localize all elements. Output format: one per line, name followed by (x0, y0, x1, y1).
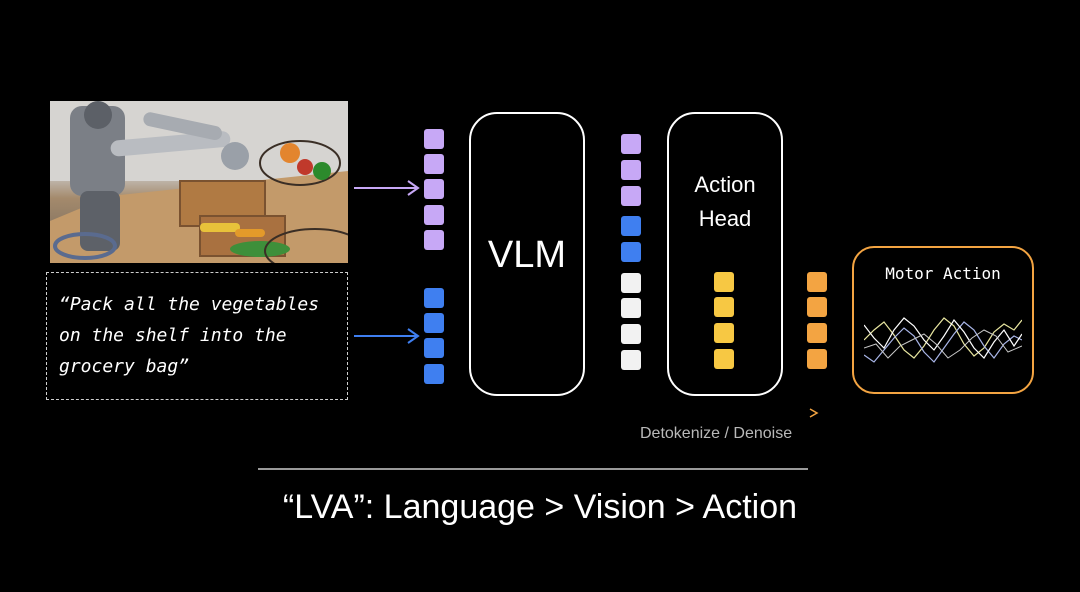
motor-action-box: Motor Action (852, 246, 1034, 394)
language-token (424, 288, 444, 308)
language-token (621, 242, 641, 262)
vision-token (621, 186, 641, 206)
vlm-label: VLM (487, 234, 567, 276)
vision-token (621, 160, 641, 180)
vision-token (424, 230, 444, 250)
action-token (714, 297, 734, 317)
language-token (621, 216, 641, 236)
vision-token (424, 179, 444, 199)
language-token (424, 338, 444, 358)
action-token (714, 349, 734, 369)
query-token (621, 324, 641, 344)
output-token (807, 323, 827, 343)
vision-arrow-icon (354, 180, 420, 196)
query-token (621, 298, 641, 318)
output-token (807, 297, 827, 317)
vision-token (424, 129, 444, 149)
detokenize-label: Detokenize / Denoise (640, 425, 793, 442)
query-token (621, 273, 641, 293)
vision-token (621, 134, 641, 154)
output-token (807, 272, 827, 292)
action-head-label: Action Head (694, 172, 756, 231)
robot-photo (50, 101, 348, 263)
robot-scene-illustration (50, 101, 348, 263)
vision-token (424, 205, 444, 225)
motor-trajectory-plot (864, 317, 1022, 363)
action-head-block: Action Head (667, 112, 783, 396)
divider-line (258, 468, 808, 470)
query-token (621, 350, 641, 370)
action-token (714, 272, 734, 292)
vision-token (424, 154, 444, 174)
tagline: “LVA”: Language > Vision > Action (282, 488, 798, 526)
language-token (424, 313, 444, 333)
vlm-block: VLM (469, 112, 585, 396)
output-token (807, 349, 827, 369)
language-token (424, 364, 444, 384)
language-prompt-box: “Pack all the vegetables on the shelf in… (46, 272, 348, 400)
action-token (714, 323, 734, 343)
detokenize-arrow-icon (632, 408, 819, 418)
language-arrow-icon (354, 328, 420, 344)
motor-action-label: Motor Action (885, 264, 1001, 283)
